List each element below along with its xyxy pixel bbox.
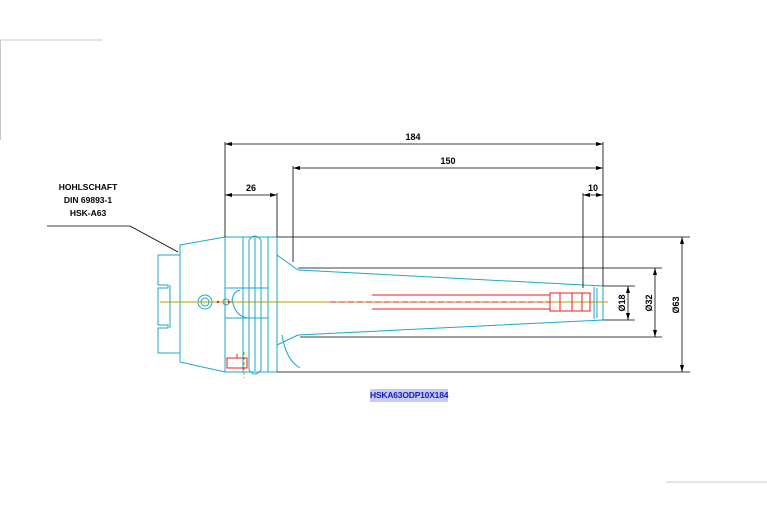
dim-taper-length: 150 bbox=[440, 156, 455, 166]
note-line-1: HOHLSCHAFT bbox=[59, 182, 118, 192]
note-line-2: DIN 69893-1 bbox=[64, 195, 112, 205]
locating-dots bbox=[216, 300, 231, 304]
dim-tip-length: 10 bbox=[588, 183, 598, 193]
dim-shank-length: 26 bbox=[246, 183, 256, 193]
bore-lines bbox=[226, 292, 591, 369]
spec-note: HOHLSCHAFT DIN 69893-1 HSK-A63 bbox=[59, 182, 118, 218]
dim-diameter-flange: Ø63 bbox=[671, 296, 681, 313]
tool-holder-outline bbox=[157, 235, 604, 375]
note-line-3: HSK-A63 bbox=[70, 208, 107, 218]
dimension-lines bbox=[47, 142, 690, 373]
dimension-arrows bbox=[225, 142, 684, 372]
sheet-border bbox=[0, 39, 767, 483]
dim-diameter-tip: Ø32 bbox=[644, 294, 654, 311]
dim-diameter-bore: Ø18 bbox=[617, 294, 627, 311]
dim-overall-length: 184 bbox=[405, 132, 420, 142]
part-number-label: HSKA63ODP10X184 bbox=[370, 389, 449, 402]
